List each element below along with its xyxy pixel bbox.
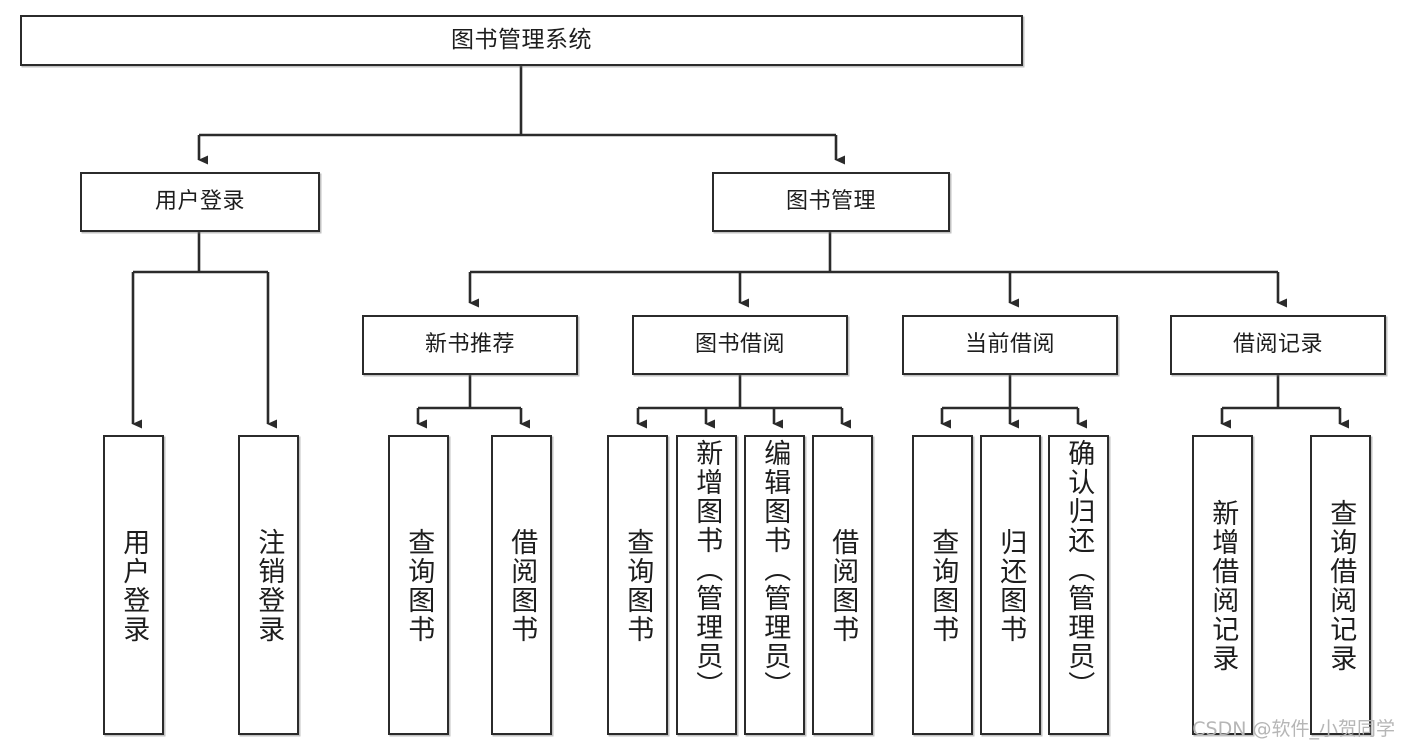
leaf-current-borrow-query[interactable]: 查询图书 (912, 435, 973, 735)
leaf-new-book-borrow[interactable]: 借阅图书 (491, 435, 552, 735)
leaf-label: 编辑图书（管理员） (759, 439, 791, 700)
leaf-label: 确认归还（管理员） (1063, 439, 1095, 700)
node-borrow-record-label: 借阅记录 (1232, 331, 1323, 357)
leaf-borrow-record-query[interactable]: 查询借阅记录 (1310, 435, 1371, 735)
watermark: CSDN @软件_小贺同学 (1192, 718, 1395, 740)
node-borrow-record[interactable]: 借阅记录 (1170, 315, 1386, 375)
leaf-label: 查询图书 (403, 528, 435, 644)
leaf-label: 新增图书（管理员） (691, 439, 723, 700)
leaf-label: 借阅图书 (506, 528, 538, 644)
leaf-label: 注销登录 (253, 528, 285, 644)
node-book-borrow-label: 图书借阅 (694, 331, 785, 357)
leaf-label: 借阅图书 (827, 528, 859, 644)
leaf-book-borrow-edit[interactable]: 编辑图书（管理员） (744, 435, 805, 735)
node-current-borrow[interactable]: 当前借阅 (902, 315, 1118, 375)
node-root-label: 图书管理系统 (451, 26, 592, 53)
node-new-book-recommend[interactable]: 新书推荐 (362, 315, 578, 375)
leaf-borrow-record-add[interactable]: 新增借阅记录 (1192, 435, 1253, 735)
leaf-label: 查询图书 (622, 528, 654, 644)
node-book-management-label: 图书管理 (785, 188, 876, 214)
leaf-label: 归还图书 (995, 528, 1027, 644)
leaf-user-login-logout[interactable]: 注销登录 (238, 435, 299, 735)
leaf-book-borrow-query[interactable]: 查询图书 (607, 435, 668, 735)
leaf-user-login-login[interactable]: 用户登录 (103, 435, 164, 735)
leaf-label: 用户登录 (118, 528, 150, 644)
node-book-management[interactable]: 图书管理 (712, 172, 950, 232)
node-new-book-recommend-label: 新书推荐 (424, 331, 515, 357)
leaf-label: 新增借阅记录 (1207, 499, 1239, 673)
leaf-new-book-query[interactable]: 查询图书 (388, 435, 449, 735)
node-book-borrow[interactable]: 图书借阅 (632, 315, 848, 375)
node-user-login[interactable]: 用户登录 (80, 172, 320, 232)
leaf-current-borrow-return[interactable]: 归还图书 (980, 435, 1041, 735)
node-root[interactable]: 图书管理系统 (20, 15, 1023, 66)
node-current-borrow-label: 当前借阅 (964, 331, 1055, 357)
leaf-book-borrow-add[interactable]: 新增图书（管理员） (676, 435, 737, 735)
leaf-current-borrow-confirm[interactable]: 确认归还（管理员） (1048, 435, 1109, 735)
node-user-login-label: 用户登录 (154, 188, 245, 214)
leaf-label: 查询借阅记录 (1325, 499, 1357, 673)
leaf-book-borrow-borrow[interactable]: 借阅图书 (812, 435, 873, 735)
leaf-label: 查询图书 (927, 528, 959, 644)
